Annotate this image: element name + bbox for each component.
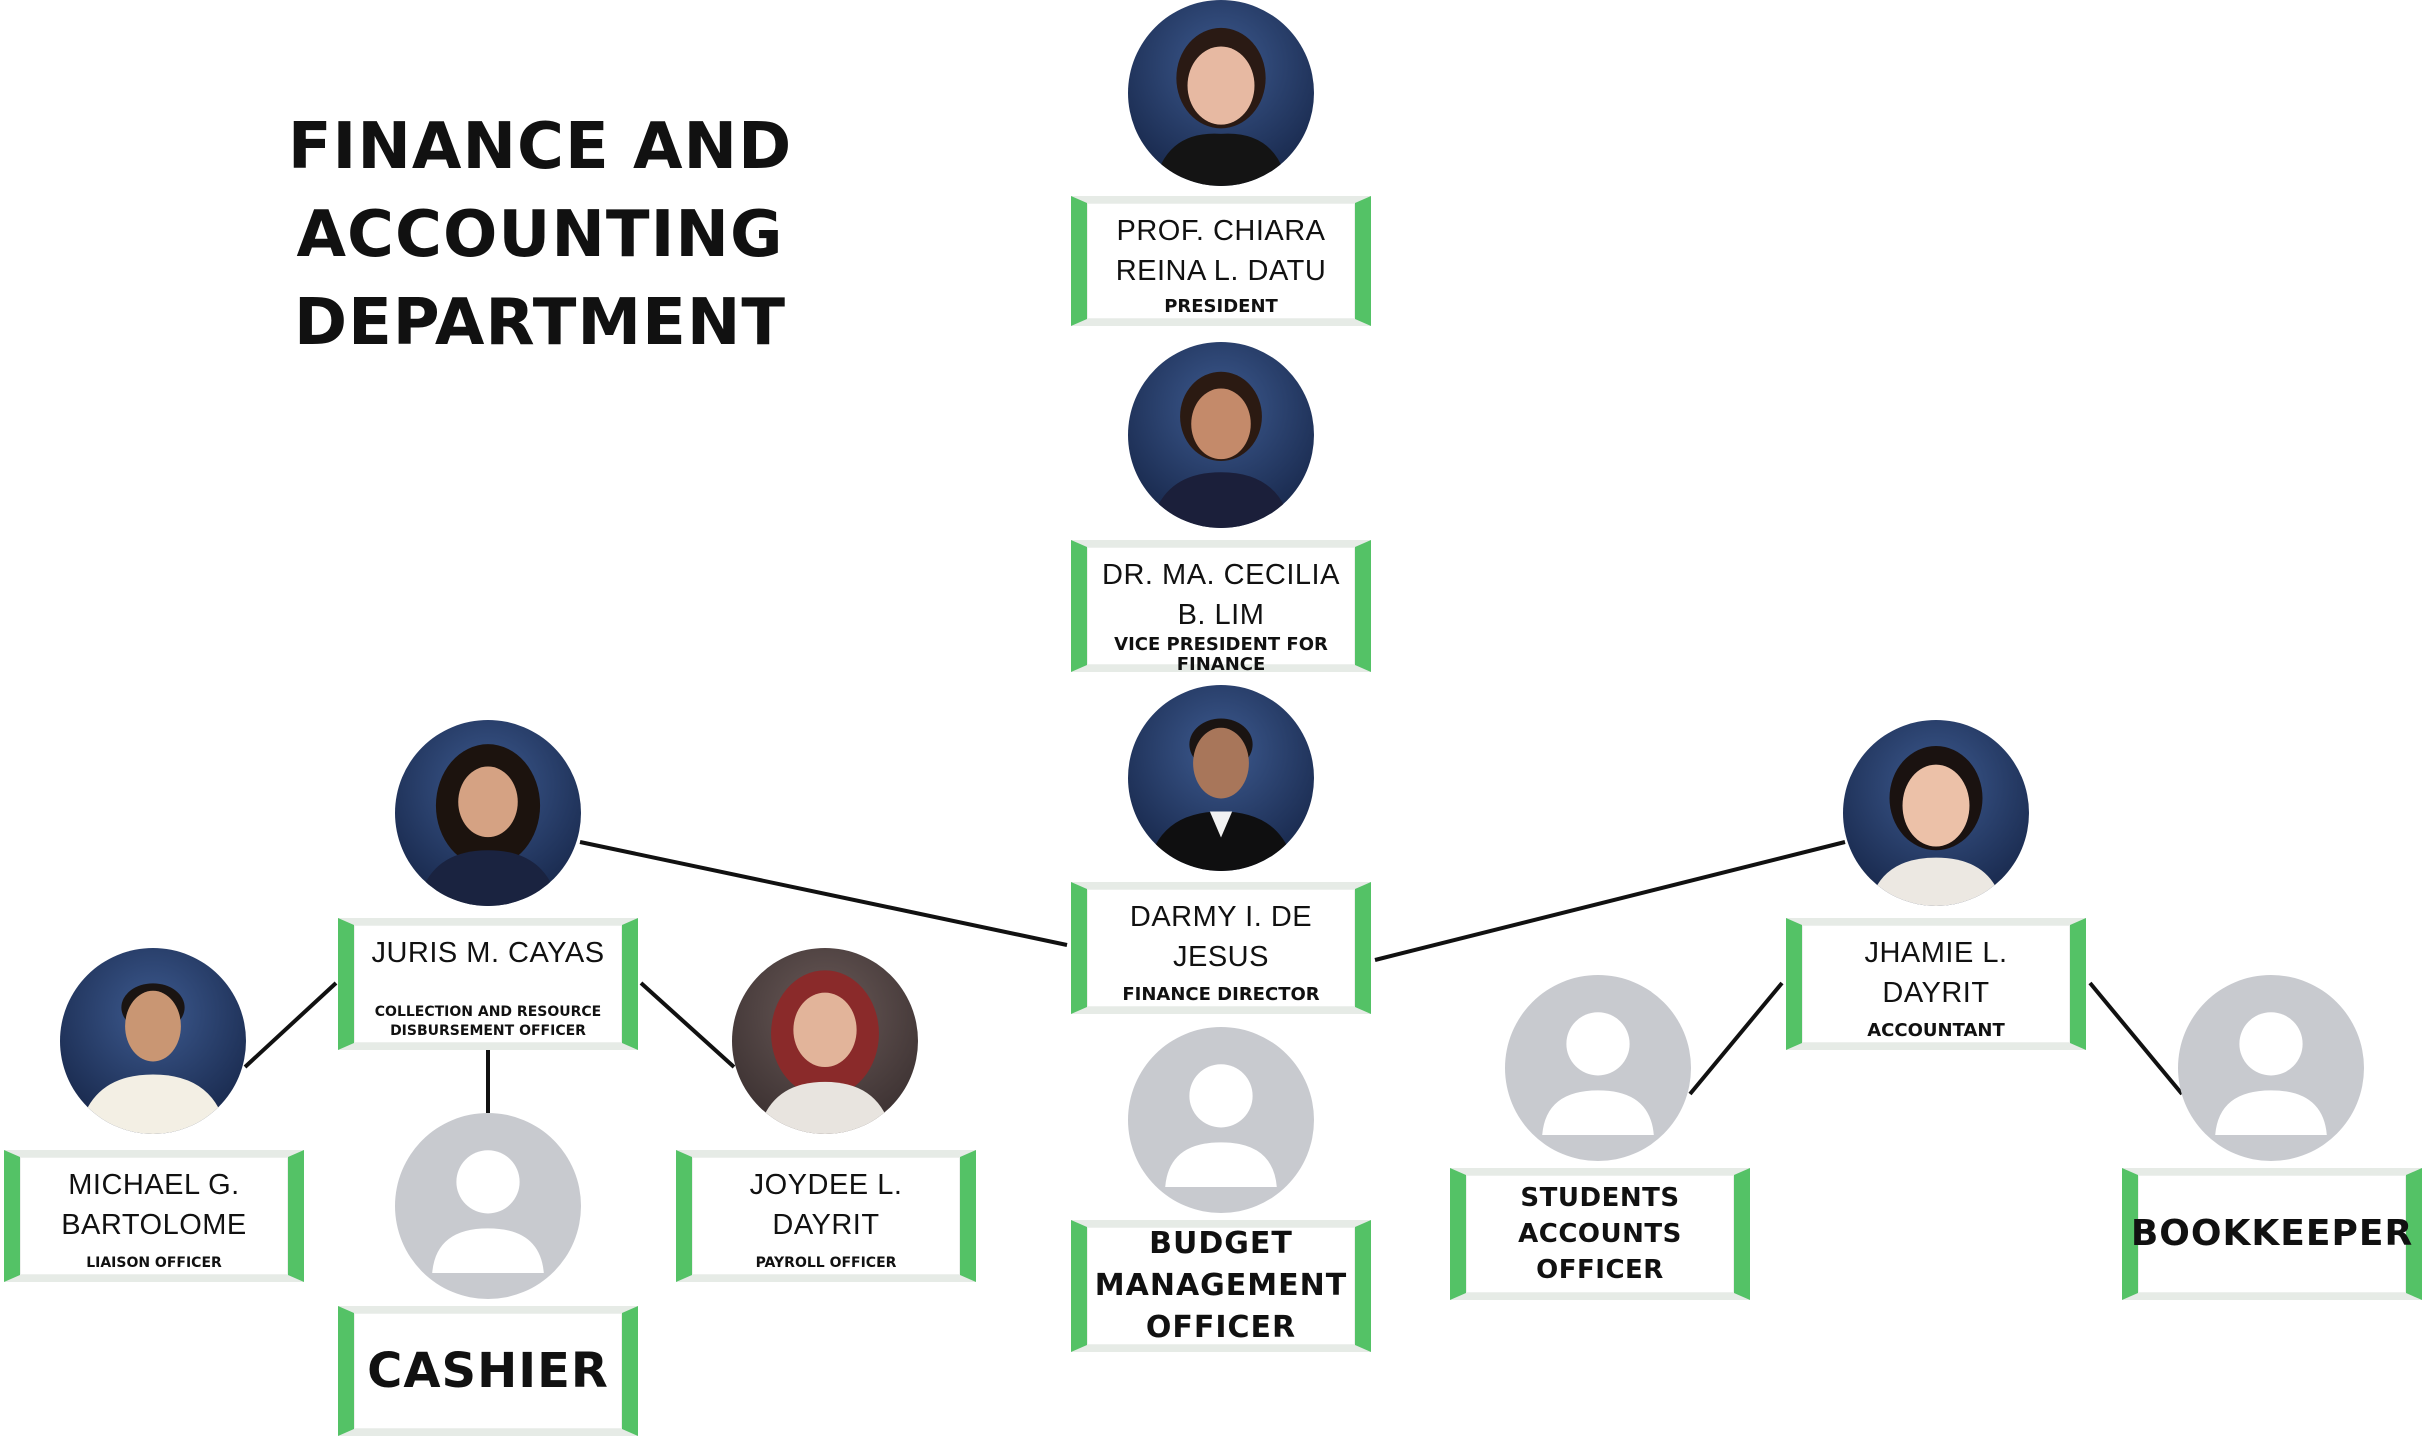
bookkeeper-card: BOOKKEEPER — [2122, 1168, 2422, 1300]
vp-finance-photo — [1128, 342, 1314, 528]
president-card: PROF. CHIARA REINA L. DATU PRESIDENT — [1071, 196, 1371, 326]
connector-collection-to-liaison — [243, 981, 338, 1069]
bookkeeper-label: BOOKKEEPER — [2130, 1213, 2414, 1254]
president-name: PROF. CHIARA REINA L. DATU — [1115, 215, 1327, 287]
payroll-officer-photo — [732, 948, 918, 1134]
vp-finance-card: DR. MA. CECILIA B. LIM VICE PRESIDENT FO… — [1071, 540, 1371, 675]
user-placeholder-icon — [2215, 1012, 2327, 1135]
finance-director-photo — [1128, 685, 1314, 871]
connector-director-to-accountant — [1374, 840, 1846, 962]
person-silhouette-icon — [78, 983, 228, 1134]
payroll-officer-role: PAYROLL OFFICER — [755, 1255, 897, 1271]
person-silhouette-icon — [417, 744, 559, 906]
collection-officer-role: COLLECTION AND RESOURCE DISBURSEMENT OFF… — [374, 1004, 602, 1039]
students-accounts-officer-label: STUDENTS ACCOUNTS OFFICER — [1518, 1183, 1682, 1285]
title-line-1: FINANCE AND ACCOUNTING — [287, 109, 793, 272]
person-silhouette-icon — [1150, 371, 1292, 528]
user-placeholder-icon — [1165, 1064, 1277, 1187]
cashier-placeholder — [395, 1113, 581, 1299]
accountant-photo — [1843, 720, 2029, 906]
accountant-name: JHAMIE L. DAYRIT — [1864, 937, 2008, 1009]
collection-officer-card: JURIS M. CAYAS COLLECTION AND RESOURCE D… — [338, 918, 638, 1050]
payroll-officer-name: JOYDEE L. DAYRIT — [749, 1169, 903, 1241]
user-placeholder-icon — [1542, 1012, 1654, 1135]
payroll-officer-card: JOYDEE L. DAYRIT PAYROLL OFFICER — [676, 1150, 976, 1282]
liaison-officer-card: MICHAEL G. BARTOLOME LIAISON OFFICER — [4, 1150, 304, 1282]
finance-director-card: DARMY I. DE JESUS FINANCE DIRECTOR — [1071, 882, 1371, 1014]
bookkeeper-placeholder — [2178, 975, 2364, 1161]
budget-officer-card: BUDGET MANAGEMENT OFFICER — [1071, 1220, 1371, 1352]
connector-director-to-collection — [579, 840, 1068, 947]
president-role: PRESIDENT — [1164, 296, 1278, 317]
person-silhouette-icon — [1146, 718, 1296, 871]
user-placeholder-icon — [432, 1150, 544, 1273]
person-silhouette-icon — [758, 970, 892, 1134]
vp-finance-name: DR. MA. CECILIA B. LIM — [1102, 559, 1340, 631]
accountant-card: JHAMIE L. DAYRIT ACCOUNTANT — [1786, 918, 2086, 1050]
students-accounts-officer-card: STUDENTS ACCOUNTS OFFICER — [1450, 1168, 1750, 1300]
liaison-officer-role: LIAISON OFFICER — [86, 1255, 222, 1271]
connector-collection-to-payroll — [639, 981, 736, 1069]
accountant-role: ACCOUNTANT — [1867, 1020, 2005, 1041]
president-photo — [1128, 0, 1314, 186]
cashier-card: CASHIER — [338, 1306, 638, 1436]
person-silhouette-icon — [1869, 746, 2003, 906]
collection-officer-photo — [395, 720, 581, 906]
budget-officer-placeholder — [1128, 1027, 1314, 1213]
collection-officer-name: JURIS M. CAYAS — [371, 937, 605, 969]
cashier-label: CASHIER — [367, 1343, 609, 1399]
title-line-2: DEPARTMENT — [293, 285, 787, 360]
budget-officer-label: BUDGET MANAGEMENT OFFICER — [1094, 1226, 1348, 1345]
connector-accountant-to-bookkeeper — [2088, 981, 2184, 1096]
liaison-officer-name: MICHAEL G. BARTOLOME — [61, 1169, 247, 1241]
liaison-officer-photo — [60, 948, 246, 1134]
page-title: FINANCE AND ACCOUNTING DEPARTMENT — [40, 103, 1040, 367]
students-accounts-officer-placeholder — [1505, 975, 1691, 1161]
vp-finance-role: VICE PRESIDENT FOR FINANCE — [1114, 634, 1328, 675]
finance-director-name: DARMY I. DE JESUS — [1129, 901, 1313, 973]
connector-accountant-to-students — [1688, 981, 1784, 1096]
finance-director-role: FINANCE DIRECTOR — [1122, 984, 1320, 1005]
person-silhouette-icon — [1154, 27, 1288, 186]
